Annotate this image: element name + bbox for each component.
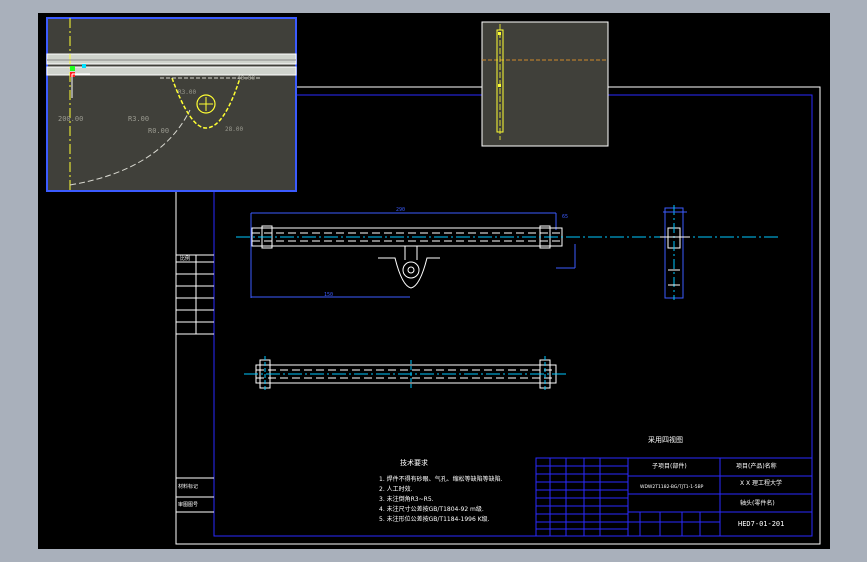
left-strip-table <box>176 254 214 513</box>
tech-req-4: 4. 未注尺寸公差按GB/T1804-92 m级. <box>379 505 484 513</box>
title-drawing-no: HED7-01-201 <box>738 520 784 528</box>
tech-req-1: 1. 焊件不得有砂眼、气孔、缩松等缺陷等缺陷. <box>379 475 503 483</box>
preview-label-1: 200.00 <box>58 115 83 123</box>
preview-label-6: 28.00 <box>225 126 243 133</box>
part-side-view[interactable] <box>660 205 690 300</box>
dim-overall: 290 <box>396 207 405 213</box>
preview-label-3: R3.00 <box>178 89 196 96</box>
left-label-scale: 比例 <box>180 255 190 262</box>
left-label-drawing: 审图图号 <box>178 501 198 508</box>
part-bottom-view[interactable] <box>244 356 568 392</box>
tech-requirements-title: 技术要求 <box>400 458 428 467</box>
tech-req-3: 3. 未注倒角R3~R5. <box>379 495 434 503</box>
preview-detail-left[interactable]: 200.00 R3.00 R3.00 R0.00 40.00 28.00 <box>46 17 297 192</box>
dim-right: 65 <box>562 214 568 220</box>
ucs-axis-icon <box>70 66 90 98</box>
title-sub-project: 子项目(部件) <box>652 462 687 470</box>
preview-label-5: 40.00 <box>237 75 255 82</box>
tech-req-2: 2. 人工时效. <box>379 485 413 493</box>
preview-label-2: R3.00 <box>128 115 149 123</box>
title-part-name: 轴头(零件名) <box>740 499 775 507</box>
preview-label-4: R0.00 <box>148 127 169 135</box>
title-school: X X 理工程大学 <box>740 479 782 487</box>
title-spec: WDW2T1182-BG/TJT1-1-5BP <box>640 484 704 490</box>
sheet-note: 采用四视图 <box>648 435 683 444</box>
left-label-material: 材料标记 <box>178 483 198 490</box>
part-top-view[interactable]: 290 150 65 <box>236 207 780 298</box>
title-project-name: 项目(产品)名称 <box>736 462 777 470</box>
cyan-grip-icon[interactable] <box>82 64 86 68</box>
title-block <box>535 457 813 537</box>
tech-req-5: 5. 未注形位公差按GB/T1184-1996 K级. <box>379 515 490 523</box>
dim-bottom: 150 <box>324 292 333 298</box>
preview-overview-right[interactable] <box>481 21 609 147</box>
